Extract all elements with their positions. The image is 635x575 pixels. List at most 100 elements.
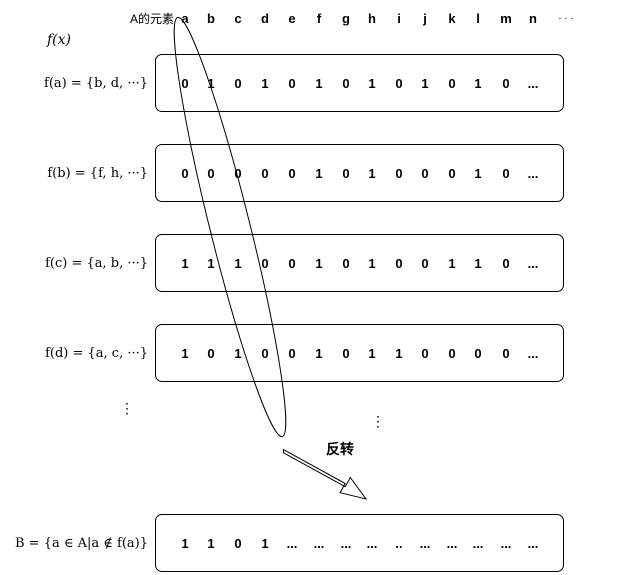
matrix-cell: 0 [448,346,456,361]
result-cell: 1 [207,536,215,551]
flip-arrow [283,448,368,500]
column-header: k [448,11,456,26]
matrix-cell: 1 [315,76,323,91]
row-box-fb [155,144,564,202]
row-box-fd [155,324,564,382]
matrix-cell: 0 [207,166,215,181]
matrix-cell: 1 [261,76,269,91]
matrix-cell: 0 [234,166,242,181]
matrix-cell: 0 [261,166,269,181]
column-header: l [476,11,480,26]
set-a-elements-label: A的元素 [130,12,175,26]
matrix-cell: 0 [261,256,269,271]
matrix-cell: 0 [342,166,350,181]
matrix-cell: 0 [502,76,510,91]
row-label-fd: f(d) = {a, c, ···} [45,346,148,361]
matrix-cell: 0 [502,346,510,361]
matrix-cell: 1 [395,346,403,361]
result-cell: ... [472,536,484,551]
matrix-cell: 0 [181,76,189,91]
matrix-cell: 1 [315,346,323,361]
result-cell: ... [527,536,539,551]
flip-label: 反转 [326,441,354,457]
matrix-cell: 0 [421,166,429,181]
result-cell: ... [340,536,352,551]
column-header: n [529,11,537,26]
column-header: e [288,11,296,26]
matrix-cell: ... [527,346,539,361]
matrix-cell: 0 [288,166,296,181]
matrix-cell: 0 [395,166,403,181]
matrix-cell: 0 [421,346,429,361]
result-cell: .. [395,536,403,551]
matrix-cell: 1 [474,256,482,271]
row-label-fc: f(c) = {a, b, ···} [45,256,148,271]
result-cell: 1 [261,536,269,551]
column-header: j [423,11,427,26]
matrix-cell: 0 [261,346,269,361]
matrix-cell: ... [527,256,539,271]
matrix-cell: 0 [502,166,510,181]
matrix-cell: 1 [207,256,215,271]
matrix-cell: 0 [448,166,456,181]
matrix-cell: 0 [288,346,296,361]
result-cell: ... [286,536,298,551]
result-label: B = {a ∈ A|a ∉ f(a)} [14,536,148,551]
column-header: h [368,11,376,26]
matrix-cell: 0 [234,76,242,91]
matrix-cell: 1 [368,166,376,181]
matrix-cell: 1 [315,256,323,271]
matrix-cell: 1 [368,346,376,361]
matrix-cell: 0 [502,256,510,271]
fx-label: f(x) [47,32,72,48]
column-header: a [181,11,189,26]
diagonal-ellipse [173,16,287,438]
matrix-cell: 0 [342,256,350,271]
matrix-cell: 0 [342,76,350,91]
row-label-fb: f(b) = {f, h, ···} [47,166,148,181]
result-cell: ... [313,536,325,551]
matrix-cell: 0 [181,166,189,181]
matrix-cell: 0 [395,76,403,91]
result-cell: 0 [234,536,242,551]
matrix-cell: 0 [448,76,456,91]
result-cell: ... [446,536,458,551]
matrix-cell: 0 [342,346,350,361]
result-box [155,514,564,572]
matrix-cell: 1 [421,76,429,91]
matrix-cell: 1 [181,256,189,271]
matrix-cell: 1 [368,256,376,271]
matrix-cell: 1 [474,166,482,181]
row-label-fa: f(a) = {b, d, ···} [44,76,148,91]
matrix-cell: 1 [315,166,323,181]
column-header: m [500,11,512,26]
row-box-fa [155,54,564,112]
column-header: f [316,11,322,26]
result-cell: ... [366,536,378,551]
matrix-cell: 1 [181,346,189,361]
result-cell: ... [500,536,512,551]
result-cell: 1 [181,536,189,551]
matrix-cell: ... [527,166,539,181]
row-box-fc [155,234,564,292]
result-cell: ... [419,536,431,551]
column-header: d [261,11,269,26]
matrix-cell: 0 [474,346,482,361]
column-header: i [397,11,401,26]
matrix-cell: ... [527,76,539,91]
matrix-cell: 1 [234,256,242,271]
column-header: g [342,11,350,26]
matrix-cell: 1 [234,346,242,361]
matrix-cell: 0 [395,256,403,271]
matrix-cell: 1 [448,256,456,271]
matrix-cell: 0 [288,256,296,271]
matrix-cell: 1 [207,76,215,91]
matrix-cell: 1 [368,76,376,91]
matrix-cell: 0 [207,346,215,361]
column-header: b [207,11,215,26]
matrix-cell: 1 [474,76,482,91]
matrix-cell: 0 [421,256,429,271]
matrix-cell: 0 [288,76,296,91]
